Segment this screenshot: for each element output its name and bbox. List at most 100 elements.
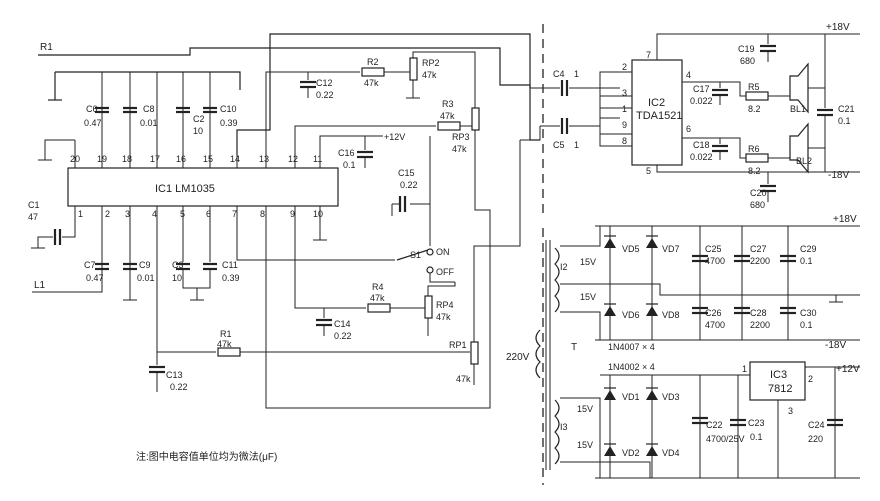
c3-label: C3 <box>172 260 184 270</box>
vd6-label: VD6 <box>622 310 640 320</box>
c21-value: 0.1 <box>838 116 851 126</box>
r6-label: R6 <box>748 144 760 154</box>
ic1-pin-1: 1 <box>78 209 83 219</box>
c17-label: C17 <box>693 84 710 94</box>
c6-value: 0.47 <box>84 118 102 128</box>
r4-label: R4 <box>372 282 384 292</box>
rp2-label: RP2 <box>422 58 440 68</box>
winding-15v-3: 15V <box>577 404 593 414</box>
c8-value: 0.01 <box>140 118 158 128</box>
c18-value: 0.022 <box>690 152 713 162</box>
r4-value: 47k <box>370 293 385 303</box>
s1-off: OFF <box>436 267 454 277</box>
ic2-pin-3: 3 <box>622 88 627 98</box>
c1-label: C1 <box>28 200 40 210</box>
rp4-label: RP4 <box>436 300 454 310</box>
r3-value: 47k <box>440 111 455 121</box>
c1-value: 47 <box>28 212 38 222</box>
ic2-label: IC2 <box>648 97 665 109</box>
c10-label: C10 <box>220 104 237 114</box>
ic1-pin-16: 16 <box>176 154 186 164</box>
c28-value: 2200 <box>750 320 770 330</box>
c20-label: C20 <box>750 188 767 198</box>
speaker-bl2 <box>789 122 809 174</box>
rail-p18: +18V <box>833 214 857 225</box>
c28-label: C28 <box>750 308 767 318</box>
c29-value: 0.1 <box>800 256 813 266</box>
ic1-pin-12: 12 <box>288 154 298 164</box>
c19-value: 680 <box>740 56 755 66</box>
ic1-body <box>67 167 339 207</box>
c11-label: C11 <box>222 260 238 270</box>
bridge2 <box>604 375 658 478</box>
r3 <box>437 121 461 131</box>
c15-label: C15 <box>398 168 415 178</box>
rp1-label: RP1 <box>449 340 467 350</box>
r1-resistor <box>217 347 241 357</box>
c11-value: 0.39 <box>222 273 240 283</box>
s1-on: ON <box>436 247 450 257</box>
rp4 <box>424 295 433 319</box>
r3-label: R3 <box>442 99 454 109</box>
ic1-pin-17: 17 <box>150 154 160 164</box>
c23-label: C23 <box>748 418 765 428</box>
r1-label: R1 <box>220 329 232 339</box>
ic3-pin-2: 2 <box>808 374 813 384</box>
c15-value: 0.22 <box>400 180 418 190</box>
vd3-label: VD3 <box>662 392 680 402</box>
r2-label: R2 <box>367 57 379 67</box>
ic1-pin-3: 3 <box>125 209 130 219</box>
ic1-pin-20: 20 <box>70 154 80 164</box>
bridge1-label: 1N4007 × 4 <box>608 342 655 352</box>
ic1-pin-15: 15 <box>203 154 213 164</box>
r6-value: 8.2 <box>748 166 761 176</box>
winding-15v-4: 15V <box>577 440 593 450</box>
c22-label: C22 <box>706 420 723 430</box>
ic1-pin-11: 11 <box>313 154 322 164</box>
c7-label: C7 <box>84 260 96 270</box>
footnote: 注:图中电容值单位均为微法(μF) <box>136 450 277 463</box>
c24-value: 220 <box>808 434 823 444</box>
c2-label: C2 <box>193 114 205 124</box>
ic1-pin-6: 6 <box>206 209 211 219</box>
vd8-label: VD8 <box>662 310 680 320</box>
r5 <box>745 91 769 101</box>
ic3-label: IC3 <box>770 369 787 381</box>
r6 <box>745 153 769 163</box>
vd4-label: VD4 <box>662 448 680 458</box>
c6-label: C6 <box>86 104 98 114</box>
ic1-pin-19: 19 <box>97 154 107 164</box>
vd2-label: VD2 <box>622 448 640 458</box>
rp1-value: 47k <box>456 374 471 384</box>
ic1-label: IC1 LM1035 <box>155 183 215 195</box>
ic1-pin-2: 2 <box>105 209 110 219</box>
r4 <box>367 303 391 313</box>
c24-label: C24 <box>808 420 825 430</box>
c17-value: 0.022 <box>690 96 713 106</box>
winding-i2: I2 <box>560 262 568 272</box>
c4-value: 1 <box>574 69 579 79</box>
c8-label: C8 <box>143 104 155 114</box>
vd5-label: VD5 <box>622 244 640 254</box>
c3-value: 10 <box>172 273 182 283</box>
ic2-pin-9: 9 <box>622 120 627 130</box>
c2-value: 10 <box>193 126 203 136</box>
c9-label: C9 <box>139 260 151 270</box>
ic3-pin-3: 3 <box>788 406 793 416</box>
c26-value: 4700 <box>705 320 725 330</box>
s1-label: S1 <box>410 250 421 260</box>
input-l-label: L1 <box>34 280 46 291</box>
ic2-pin-7: 7 <box>646 50 651 60</box>
input-r-label: R1 <box>40 42 53 53</box>
c5-label: C5 <box>553 140 565 150</box>
c23-value: 0.1 <box>750 432 763 442</box>
ic1-pin-5: 5 <box>180 209 185 219</box>
bridge2-label: 1N4002 × 4 <box>608 362 655 372</box>
r2 <box>361 67 385 77</box>
rp3 <box>471 107 480 131</box>
c18-label: C18 <box>693 140 710 150</box>
c13-label: C13 <box>166 370 183 380</box>
vd1-label: VD1 <box>622 392 640 402</box>
c16-value: 0.1 <box>343 160 356 170</box>
